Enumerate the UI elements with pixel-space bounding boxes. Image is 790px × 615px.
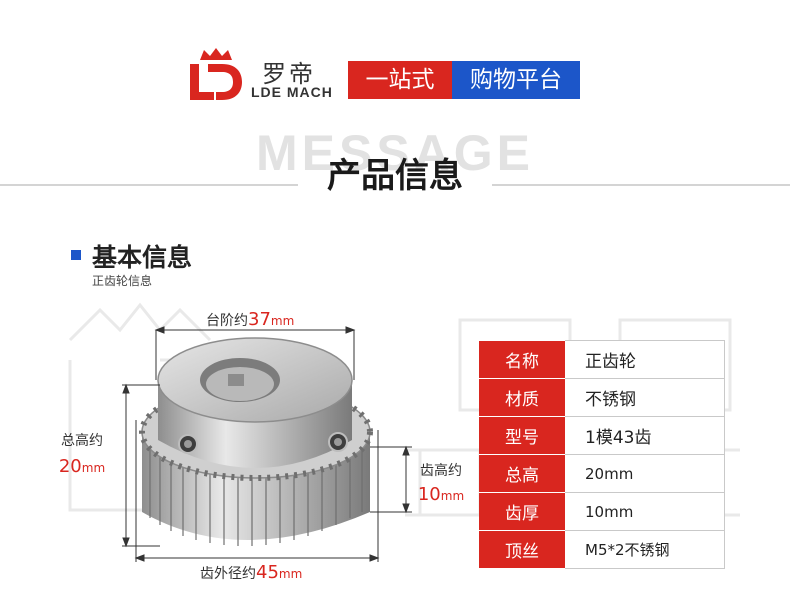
spec-value: 不锈钢 [565,378,725,417]
dim-tooth-height-label: 齿高约 10mm [417,463,465,505]
dim-outer-diameter-label: 齿外径约45mm [200,562,303,583]
divider-left [0,184,298,186]
gear-hub [157,337,353,468]
spec-key: 名称 [479,340,565,379]
spec-value: 正齿轮 [565,340,725,379]
basic-info-subtitle: 正齿轮信息 [92,274,153,288]
table-row: 名称 正齿轮 [479,340,725,379]
spec-key: 总高 [479,454,565,493]
brand-name-en: LDE MACH [251,84,333,100]
spec-key: 材质 [479,378,565,417]
spec-key: 齿厚 [479,492,565,531]
bullet-square-icon [71,250,81,260]
spec-table: 名称 正齿轮 材质 不锈钢 型号 1模43齿 总高 20mm 齿厚 10mm 顶… [479,340,725,569]
spec-value: 1模43齿 [565,416,725,455]
dim-total-height-label: 总高约 20mm [58,433,106,477]
table-row: 型号 1模43齿 [479,416,725,455]
divider-right [492,184,790,186]
spec-key: 型号 [479,416,565,455]
section-bg-word: MESSAGE [255,125,535,181]
table-row: 齿厚 10mm [479,492,725,531]
table-row: 总高 20mm [479,454,725,493]
spec-key: 顶丝 [479,530,565,569]
spec-value: M5*2不锈钢 [565,530,725,569]
table-row: 材质 不锈钢 [479,378,725,417]
basic-info-title: 基本信息 [92,243,193,272]
gear-diagram [122,326,412,562]
section-title: 产品信息 [327,156,463,196]
brand-name-cn: 罗帝 [262,60,316,88]
spec-value: 20mm [565,454,725,493]
table-row: 顶丝 M5*2不锈钢 [479,530,725,569]
brand-logo-icon [190,48,242,100]
dim-step-label: 台阶约37mm [206,309,295,330]
slogan-tag-left: 一站式 [348,61,452,99]
slogan-tag-right: 购物平台 [452,61,580,99]
spec-value: 10mm [565,492,725,531]
